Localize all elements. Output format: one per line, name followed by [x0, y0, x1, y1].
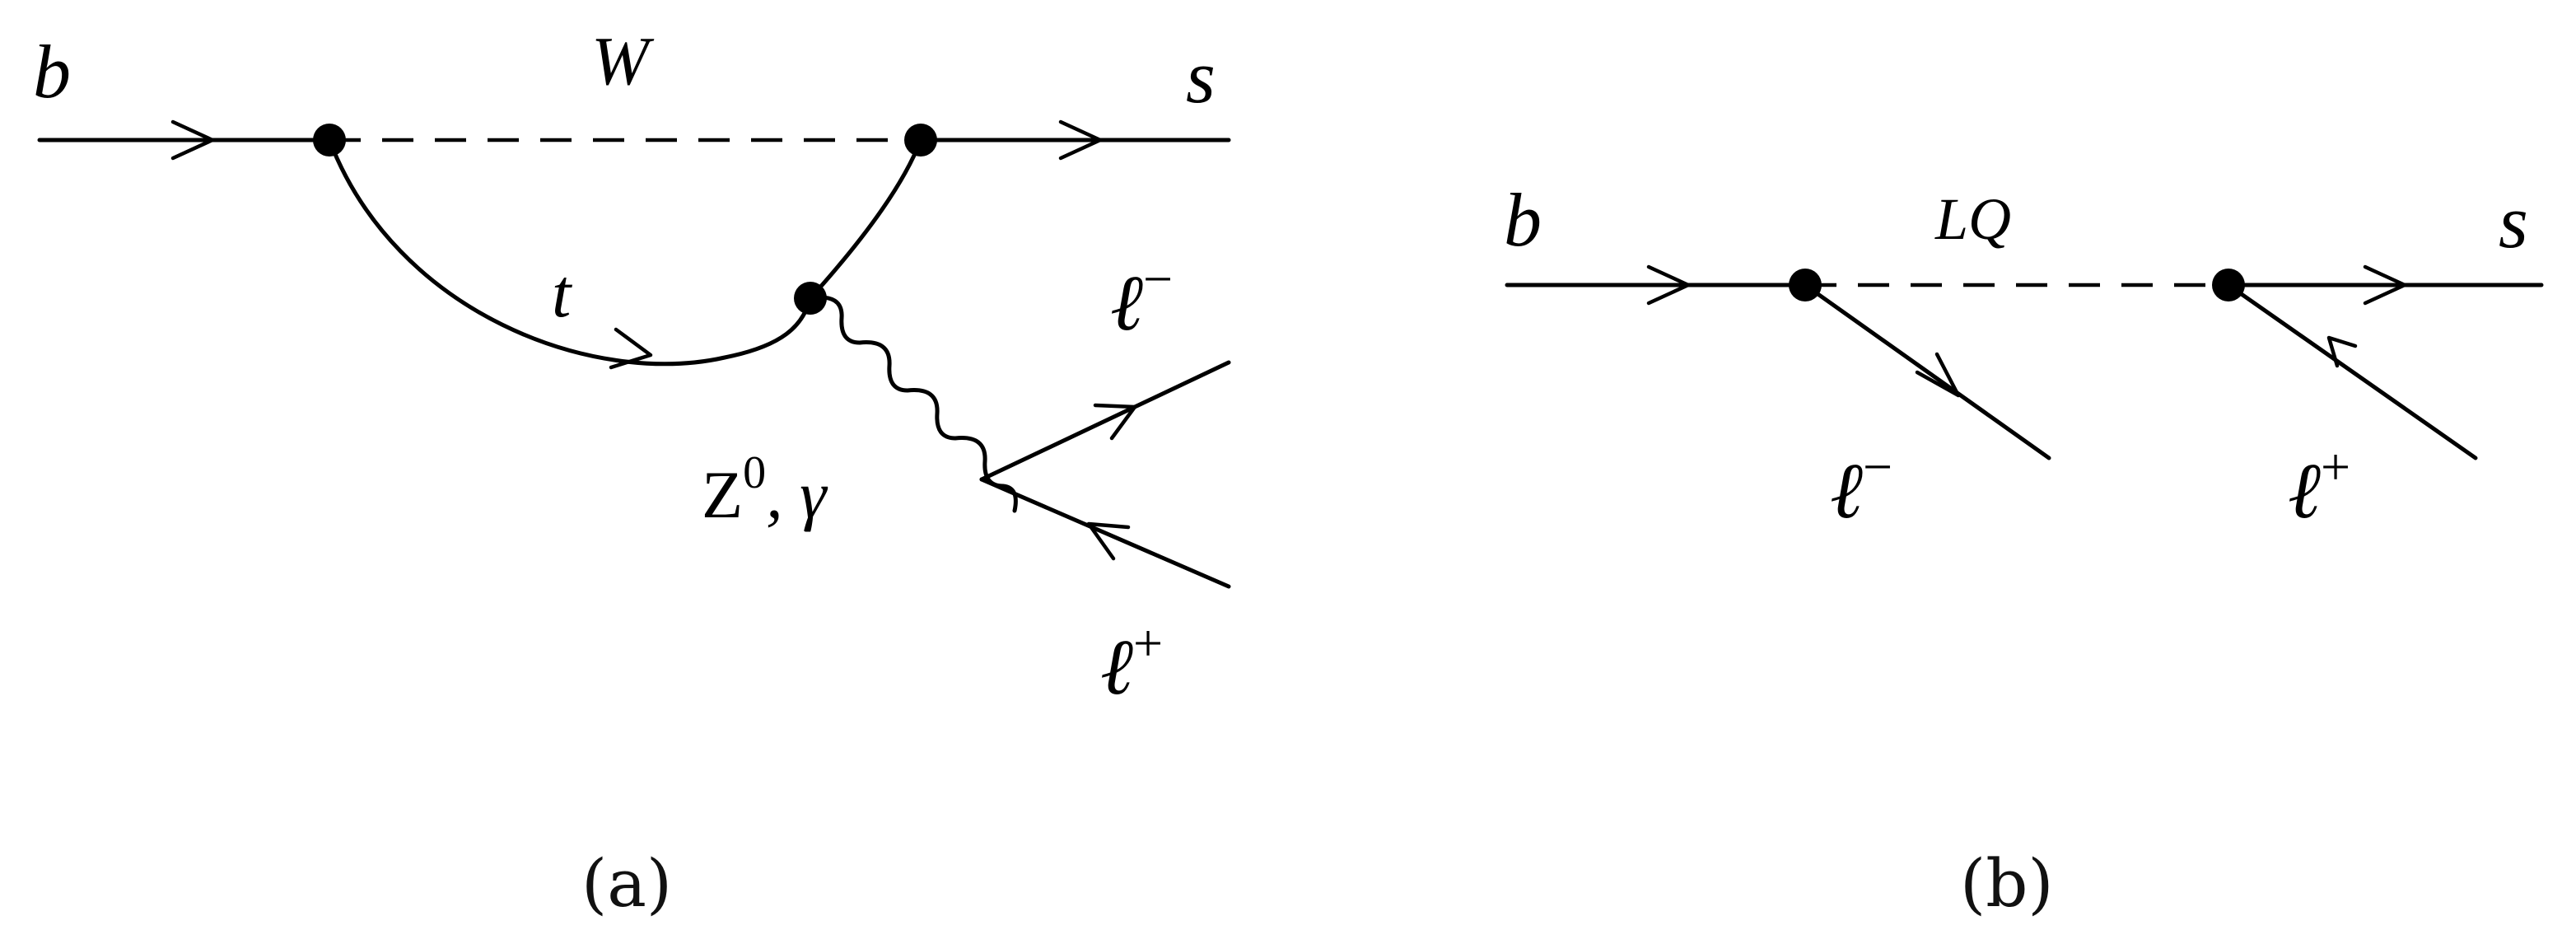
b-lplus-line	[2226, 283, 2478, 460]
a-caption: (a)	[581, 845, 672, 922]
b-label-lplus: ℓ+	[2288, 437, 2350, 535]
b-label-lplus-sup: +	[2321, 437, 2350, 496]
b-lplus-arrow	[2326, 335, 2358, 368]
a-label-s: s	[1186, 35, 1216, 119]
diagram-b: b LQ s ℓ− ℓ+ (b)	[1504, 178, 2544, 922]
b-caption: (b)	[1960, 845, 2054, 922]
a-label-lminus-sup: −	[1143, 250, 1173, 308]
b-label-lminus: ℓ−	[1830, 437, 1892, 535]
b-lminus-line	[1803, 283, 2051, 460]
a-label-boson-z: Z	[702, 457, 743, 532]
a-lplus-line	[979, 477, 1231, 589]
a-s-quark-arrow	[1058, 119, 1103, 161]
a-b-quark-arrow	[170, 119, 215, 161]
b-label-lminus-sup: −	[1863, 437, 1892, 496]
a-vertex-w-s	[904, 124, 937, 157]
a-vertex-boson	[794, 282, 827, 315]
a-vertex-b-w	[313, 124, 346, 157]
a-label-lminus: ℓ−	[1110, 250, 1173, 347]
b-label-lplus-symbol: ℓ	[2288, 446, 2321, 535]
b-s-quark-arrow	[2363, 264, 2407, 306]
a-lplus-arrow	[1086, 521, 1131, 561]
a-top-quark-arrow	[609, 327, 653, 370]
a-label-lplus-symbol: ℓ	[1100, 623, 1133, 711]
a-lminus-line	[979, 360, 1231, 482]
b-vertex-right	[2212, 269, 2245, 301]
a-boson-wavy-line	[808, 295, 1018, 513]
diagram-a: b W s t Z0, γ ℓ− ℓ+ (a)	[33, 23, 1231, 922]
a-label-t: t	[552, 255, 573, 332]
b-label-lminus-symbol: ℓ	[1830, 446, 1863, 535]
a-label-lplus-sup: +	[1133, 614, 1163, 672]
a-lminus-arrow	[1093, 403, 1137, 441]
b-lminus-arrow	[1915, 352, 1961, 398]
a-label-boson: Z0, γ	[702, 447, 828, 532]
a-top-quark-loop	[327, 138, 923, 367]
a-label-w: W	[591, 23, 655, 100]
a-label-lplus: ℓ+	[1100, 614, 1163, 711]
a-label-boson-z-sup: 0	[743, 447, 766, 498]
b-vertex-left	[1789, 269, 1822, 301]
a-label-b: b	[33, 30, 71, 114]
b-label-b: b	[1504, 178, 1542, 262]
b-label-lq: LQ	[1934, 186, 2011, 252]
b-b-quark-arrow	[1646, 264, 1691, 306]
a-label-boson-gamma: , γ	[766, 457, 828, 532]
a-label-lminus-symbol: ℓ	[1110, 259, 1143, 347]
b-label-s: s	[2499, 180, 2528, 264]
